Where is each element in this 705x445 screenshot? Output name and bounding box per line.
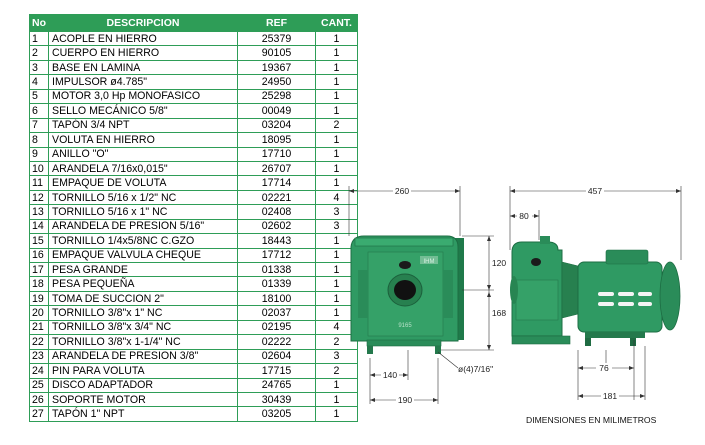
- cell-ref: 18443: [237, 233, 316, 249]
- cell-description: ARANDELA DE PRESION 3/8": [48, 348, 238, 365]
- table-header-row: No DESCRIPCION REF CANT.: [29, 14, 358, 32]
- front-dimension-arrows: [349, 189, 491, 402]
- cell-ref: 03204: [237, 117, 316, 134]
- cell-quantity: 1: [315, 406, 358, 422]
- cell-quantity: 1: [315, 160, 358, 177]
- side-dimension-arrows: [510, 189, 681, 398]
- cell-description: BASE EN LAMINA: [48, 59, 238, 76]
- cell-description: VOLUTA EN HIERRO: [48, 132, 238, 148]
- cell-description: TORNILLO 3/8"x 3/4" NC: [48, 319, 238, 336]
- cell-ref: 17712: [237, 247, 316, 264]
- header-ref: REF: [237, 14, 316, 32]
- front-hole-label: ø(4)7/16": [458, 364, 493, 374]
- side-feet-total-label: 181: [603, 391, 617, 401]
- cell-no: 27: [29, 406, 49, 422]
- side-offset-label: 80: [519, 211, 529, 221]
- front-upper-height-label: 120: [492, 258, 506, 268]
- side-dimension-labels: 457 80 76 181: [517, 186, 619, 401]
- front-dimension-lines: [348, 186, 494, 404]
- front-dimension-labels: 260 120 168 140 190 ø(4)7/16": [381, 186, 507, 405]
- cell-ref: 01339: [237, 276, 316, 292]
- cell-ref: 25379: [237, 30, 316, 47]
- cell-description: TAPÓN 1" NPT: [48, 406, 238, 422]
- cell-ref: 17714: [237, 175, 316, 191]
- cell-ref: 03205: [237, 406, 316, 422]
- cell-ref: 90105: [237, 45, 316, 61]
- front-base-total-label: 190: [398, 395, 412, 405]
- cell-ref: 00049: [237, 103, 316, 119]
- front-brand-mark: IHM: [424, 259, 435, 265]
- dimensions-caption: DIMENSIONES EN MILIMETROS: [526, 415, 657, 425]
- side-view-pump: [510, 236, 681, 346]
- side-total-length-label: 457: [588, 186, 602, 196]
- cell-description: PESA GRANDE: [48, 261, 238, 278]
- cell-description: PESA PEQUEÑA: [48, 276, 238, 292]
- front-body-mark: 9165: [398, 323, 412, 329]
- cell-description: PIN PARA VOLUTA: [48, 363, 238, 379]
- header-description: DESCRIPCION: [48, 14, 238, 32]
- side-feet-spacing-label: 76: [599, 363, 609, 373]
- front-base-width-label: 140: [383, 370, 397, 380]
- front-lower-height-label: 168: [492, 308, 506, 318]
- cell-description: CUERPO EN HIERRO: [48, 45, 238, 61]
- cell-description: IMPULSOR ø4.785": [48, 74, 238, 90]
- header-no: No: [29, 14, 49, 32]
- front-width-label: 260: [395, 186, 409, 196]
- front-view-pump: IHM 9165: [350, 235, 464, 354]
- cell-ref: 24765: [237, 377, 316, 393]
